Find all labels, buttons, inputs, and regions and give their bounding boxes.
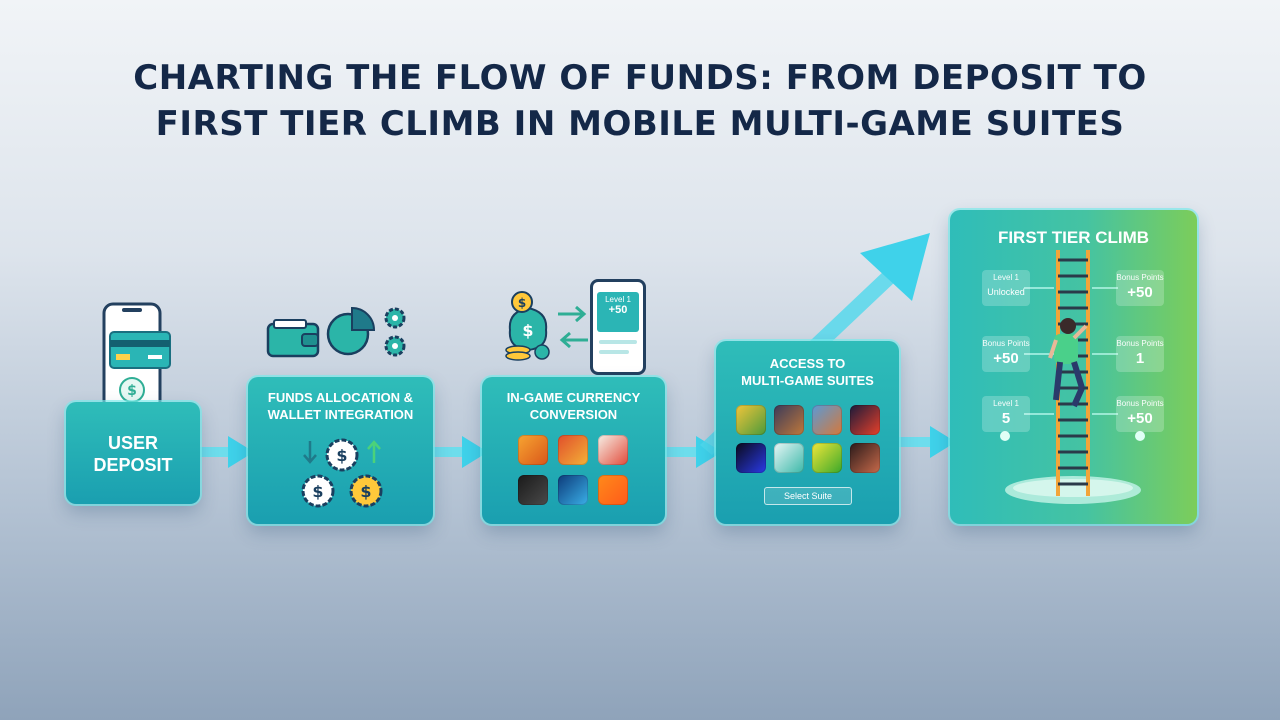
title-line-1: CHARTING THE FLOW OF FUNDS: FROM DEPOSIT… (133, 58, 1147, 98)
game-app-icon[interactable] (774, 443, 804, 473)
access-line-2: MULTI-GAME SUITES (741, 373, 874, 388)
game-app-icon[interactable] (598, 435, 628, 465)
allocation-line-2: WALLET INTEGRATION (267, 407, 414, 422)
first-tier-climb-card: FIRST TIER CLIMB Level 1 (950, 210, 1197, 524)
pie-chart-icon (326, 306, 376, 356)
flow-arrow-2 (424, 436, 488, 468)
tier-label-left: Level 1 5 (982, 396, 1030, 432)
conversion-line-2: CONVERSION (529, 407, 618, 422)
svg-text:$: $ (522, 321, 533, 340)
tier-label-value: 1 (1135, 350, 1145, 367)
svg-text:$: $ (360, 482, 371, 501)
user-deposit-card: USER DEPOSIT (66, 402, 200, 504)
climb-title: FIRST TIER CLIMB (997, 228, 1150, 247)
ladder-illustration (1000, 250, 1145, 504)
svg-text:$: $ (336, 446, 347, 465)
svg-text:$: $ (127, 383, 137, 399)
svg-text:$: $ (518, 296, 526, 310)
svg-text:$: $ (312, 482, 323, 501)
select-suite-button[interactable]: Select Suite (764, 487, 852, 505)
game-app-icon[interactable] (518, 435, 548, 465)
game-app-icon[interactable] (736, 405, 766, 435)
tier-label-caption: Level 1 (993, 399, 1019, 408)
game-app-icon[interactable] (518, 475, 548, 505)
funds-allocation-card: FUNDS ALLOCATION & WALLET INTEGRATION $ … (248, 377, 433, 524)
game-app-icon[interactable] (850, 443, 880, 473)
game-app-icon[interactable] (812, 405, 842, 435)
phone-line (599, 350, 629, 354)
game-app-icon[interactable] (774, 405, 804, 435)
game-app-icon[interactable] (558, 435, 588, 465)
page-title: CHARTING THE FLOW OF FUNDS: FROM DEPOSIT… (40, 55, 1240, 147)
game-app-icon[interactable] (736, 443, 766, 473)
tier-label-caption: Bonus Points (1116, 399, 1164, 408)
tier-label-value: +50 (1127, 410, 1153, 427)
allocation-line-1: FUNDS ALLOCATION & (267, 390, 414, 405)
phone-screen: Level 1 +50 (597, 292, 639, 332)
tier-label-right: Bonus Points 1 (1116, 336, 1164, 372)
deposit-line-2: DEPOSIT (93, 455, 173, 475)
tier-label-caption: Bonus Points (1116, 273, 1164, 282)
coins-gears-illustration: $ $ $ (301, 438, 383, 508)
tier-label-right: Bonus Points +50 (1116, 270, 1164, 306)
tier-label-caption: Bonus Points (982, 339, 1030, 348)
game-app-icon[interactable] (598, 475, 628, 505)
select-suite-label: Select Suite (783, 491, 833, 501)
tier-label-value: 5 (1001, 410, 1011, 427)
access-line-1: ACCESS TO (769, 356, 846, 371)
tier-label-value: Unlocked (987, 287, 1025, 297)
conversion-phone: Level 1 +50 (590, 279, 646, 375)
multi-game-access-card: ACCESS TO MULTI-GAME SUITES Select Suite (716, 341, 899, 524)
tier-label-caption: Bonus Points (1116, 339, 1164, 348)
phone-line (599, 340, 637, 344)
tier-label-value: +50 (993, 350, 1019, 367)
tier-label-caption: Level 1 (993, 273, 1019, 282)
game-app-icon[interactable] (558, 475, 588, 505)
game-app-icon[interactable] (812, 443, 842, 473)
flow-arrow-1 (190, 436, 254, 468)
flow-arrow-4 (892, 426, 956, 458)
phone-value: +50 (608, 304, 628, 316)
coin-bag-icon: $ $ (505, 291, 550, 361)
tier-label-value: +50 (1127, 284, 1153, 301)
conversion-line-1: IN-GAME CURRENCY (506, 390, 641, 405)
exchange-arrows-icon (558, 305, 588, 349)
tier-label-left: Level 1 Unlocked (982, 270, 1030, 306)
currency-conversion-card: IN-GAME CURRENCY CONVERSION (482, 377, 665, 524)
gear-icon (384, 307, 406, 357)
tier-label-right: Bonus Points +50 (1116, 396, 1164, 432)
title-line-2: FIRST TIER CLIMB IN MOBILE MULTI-GAME SU… (155, 104, 1125, 144)
phone-card-illustration: $ (102, 302, 171, 412)
deposit-line-1: USER (107, 433, 158, 453)
tier-label-left: Bonus Points +50 (982, 336, 1030, 372)
wallet-icon (266, 319, 320, 358)
game-app-icon[interactable] (850, 405, 880, 435)
phone-level-label: Level 1 (605, 295, 631, 304)
